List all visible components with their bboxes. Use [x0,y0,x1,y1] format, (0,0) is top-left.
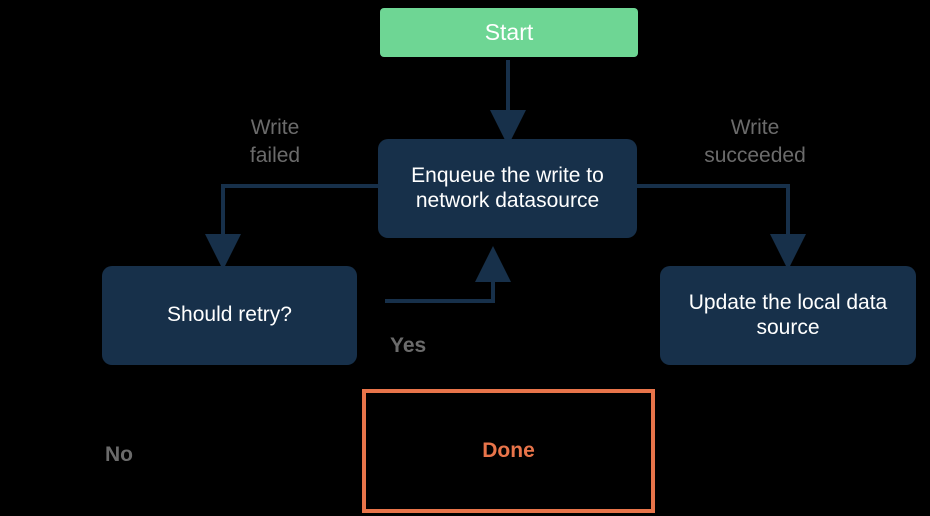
edge-label-yes: Yes [390,334,427,357]
node-done[interactable]: Done [362,389,655,513]
edge-label-no: No [105,443,133,466]
node-enqueue-write[interactable]: Enqueue the write to network datasource [378,139,637,238]
connector-retry-yes-to-enqueue [385,246,511,303]
connector-enqueue-to-update [637,184,806,270]
edge-label-write-succeeded: Write succeeded [704,116,806,167]
edge-label-write-failed: Write failed [249,116,301,167]
node-update-local-data-source[interactable]: Update the local data source [660,266,916,365]
connector-enqueue-to-retry [205,184,378,270]
node-should-retry[interactable]: Should retry? [102,266,357,365]
node-start[interactable]: Start [380,8,638,57]
